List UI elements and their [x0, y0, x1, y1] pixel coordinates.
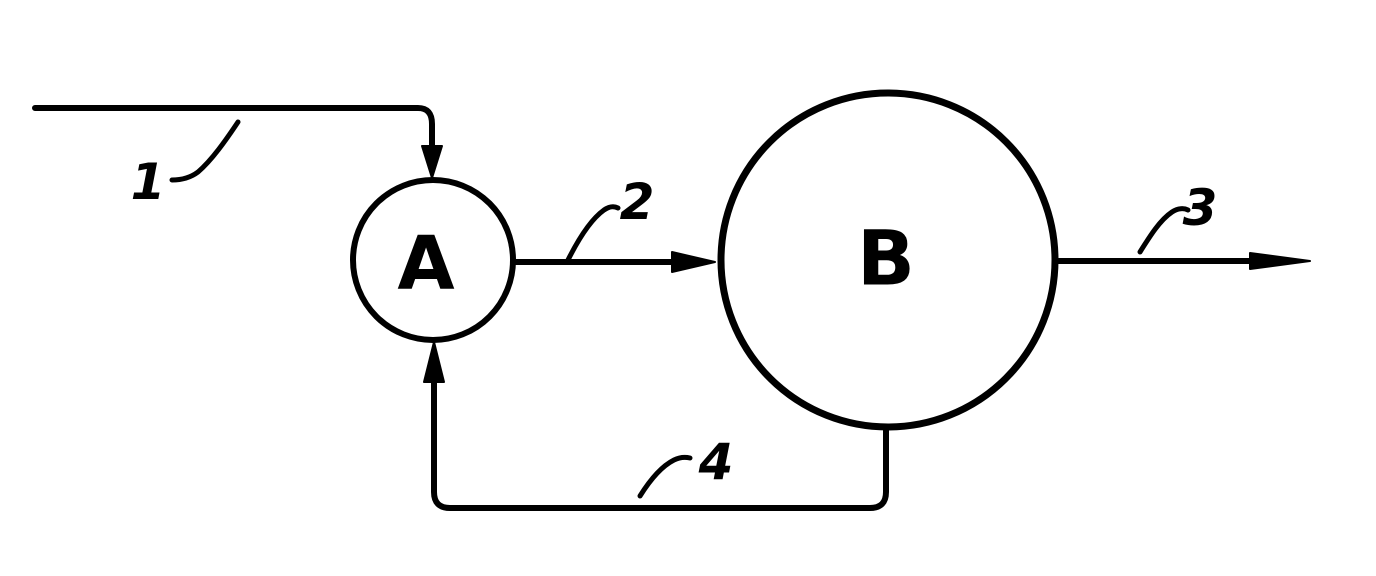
stream-1-leader [169, 119, 241, 183]
unit-b-label: B [857, 214, 915, 303]
stream-4-arrowhead [423, 341, 445, 383]
stream-3: 3 [1054, 179, 1311, 270]
stream-4-leader [637, 454, 693, 499]
stream-2-leader [565, 204, 621, 263]
stream-3-arrowhead [1249, 252, 1311, 270]
unit-a-label: A [397, 221, 454, 307]
stream-2: 2 [510, 173, 716, 273]
unit-a: A [350, 177, 516, 343]
stream-3-label: 3 [1183, 179, 1218, 237]
stream-4-label: 4 [698, 433, 734, 491]
stream-2-label: 2 [620, 173, 655, 231]
stream-4: 4 [423, 341, 889, 511]
stream-1-line [32, 105, 435, 153]
stream-2-arrowhead [671, 251, 716, 273]
stream-3-leader [1137, 206, 1191, 255]
stream-1-label: 1 [131, 153, 166, 211]
stream-1-arrowhead [421, 145, 443, 179]
stream-1: 1 [32, 105, 443, 211]
stream-4-line [431, 372, 889, 511]
unit-b: B [717, 89, 1059, 431]
